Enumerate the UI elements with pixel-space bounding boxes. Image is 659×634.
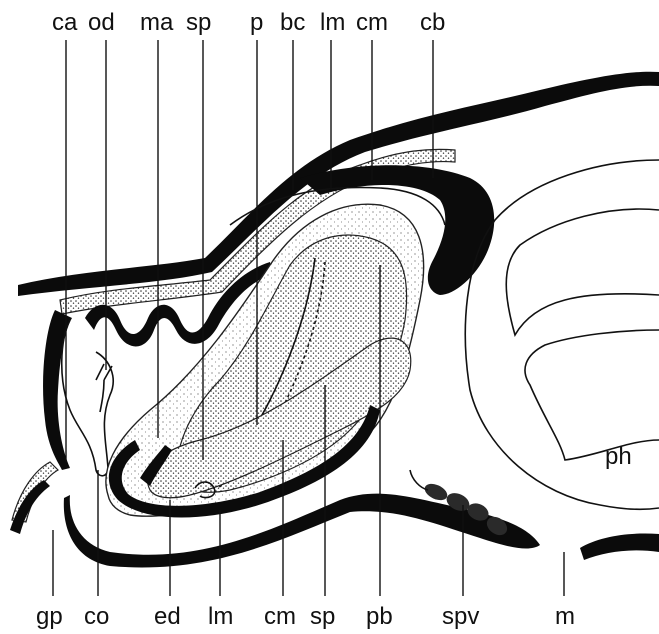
label-bc: bc (280, 9, 305, 36)
label-ph: ph (605, 443, 632, 470)
label-cm-top: cm (356, 9, 388, 36)
ventral-body-wall-right (580, 534, 659, 560)
label-pb: pb (366, 603, 393, 630)
pharynx-inner-lobe (506, 209, 659, 335)
label-ma: ma (140, 9, 174, 36)
label-sp-bottom: sp (310, 603, 335, 630)
bottom-labels: gp co ed lm cm sp pb spv m (36, 603, 575, 630)
label-od: od (88, 9, 115, 36)
label-ca: ca (52, 9, 78, 36)
label-m: m (555, 603, 575, 630)
label-ed: ed (154, 603, 181, 630)
label-cm-bottom: cm (264, 603, 296, 630)
label-co: co (84, 603, 109, 630)
top-labels: ca od ma sp p bc lm cm cb (52, 9, 445, 36)
oral-duct-fork (96, 364, 112, 412)
pharynx-lumen (525, 330, 659, 460)
label-lm-bottom: lm (208, 603, 233, 630)
label-p: p (250, 9, 263, 36)
label-lm-top: lm (320, 9, 345, 36)
label-cb: cb (420, 9, 445, 36)
oral-cavity-wall (43, 310, 72, 470)
label-spv: spv (442, 603, 479, 630)
label-sp-top: sp (186, 9, 211, 36)
label-gp: gp (36, 603, 63, 630)
